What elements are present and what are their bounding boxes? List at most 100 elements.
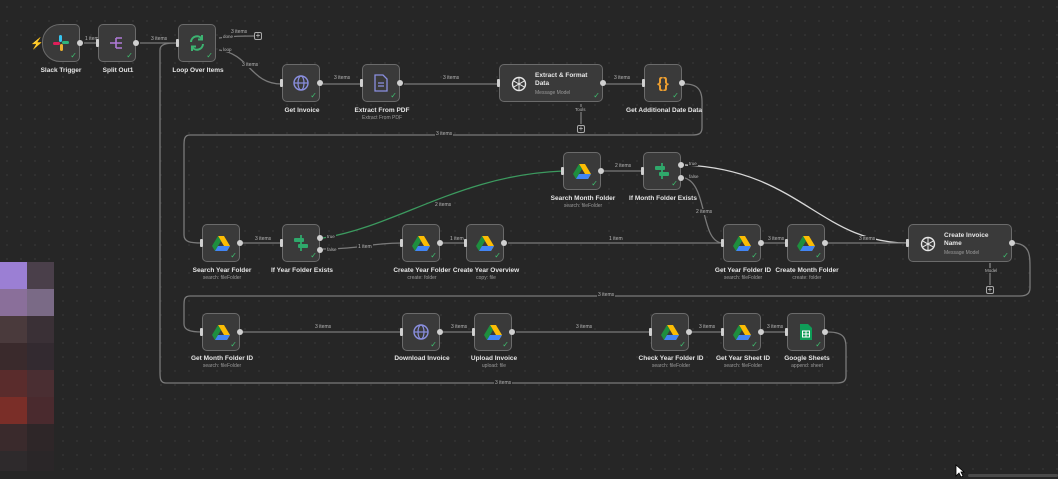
input-handle[interactable] [176,39,179,47]
input-handle[interactable] [785,328,788,336]
output-handle[interactable] [237,240,243,246]
node-label: Google Sheets [784,355,830,362]
output-handle[interactable] [397,80,403,86]
blurred-thumbnail [0,397,54,424]
input-handle[interactable] [360,79,363,87]
node-google-sheets[interactable]: ✓ [785,313,828,351]
node-get-invoice[interactable]: ✓ [280,64,323,102]
node-create-year-folder[interactable]: ✓ [400,224,443,262]
google-drive-icon [484,324,502,340]
input-handle[interactable] [561,167,564,175]
input-handle[interactable] [96,39,99,47]
node-extract-from-pdf[interactable]: ✓ [360,64,403,102]
edge-label: 3 items [858,236,877,242]
node-subtitle: create: folder [792,275,822,281]
output-handle[interactable] [133,40,139,46]
node-search-month-folder[interactable]: ✓ [561,152,604,190]
edge-label: 3 items [698,324,717,330]
output-handle[interactable] [237,329,243,335]
input-handle[interactable] [472,328,475,336]
google-drive-icon [573,163,591,179]
google-drive-icon [476,235,494,251]
google-drive-icon [212,235,230,251]
globe-icon [293,75,309,91]
node-get-additional-date-data[interactable]: {} ✓ [642,64,685,102]
input-handle[interactable] [721,328,724,336]
output-handle[interactable] [77,40,83,46]
node-check-year-folder-id[interactable]: ✓ [649,313,692,351]
node-create-year-overview[interactable]: ✓ [464,224,507,262]
output-handle[interactable] [822,240,828,246]
globe-icon [413,324,429,340]
node-slack-trigger[interactable]: ✓ [42,24,83,62]
output-handle[interactable] [822,329,828,335]
true-output-handle[interactable] [678,162,684,168]
node-upload-invoice[interactable]: ✓ [472,313,515,351]
success-check-icon: ✓ [310,91,317,100]
node-search-year-folder[interactable]: ✓ [200,224,243,262]
input-handle[interactable] [200,239,203,247]
node-if-year-folder-exists[interactable]: ✓ [280,224,323,262]
false-output-handle[interactable] [317,247,323,253]
output-handle[interactable] [758,329,764,335]
output-handle[interactable] [437,329,443,335]
node-get-year-sheet-id[interactable]: ✓ [721,313,764,351]
node-subtitle: copy: file [476,275,496,281]
input-handle[interactable] [641,167,644,175]
input-handle[interactable] [280,239,283,247]
node-extract-format-data[interactable]: Extract & Format Data Message Model ✓ [497,64,606,102]
success-check-icon: ✓ [672,91,679,100]
node-download-invoice[interactable]: ✓ [400,313,443,351]
node-get-month-folder-id[interactable]: ✓ [200,313,243,351]
node-loop-over-items[interactable]: ✓ [176,24,216,62]
node-label: Get Year Folder ID [714,267,772,274]
success-check-icon: ✓ [230,251,237,260]
node-if-month-folder-exists[interactable]: ✓ [641,152,684,190]
input-handle[interactable] [497,79,500,87]
add-node-button[interactable]: + [254,31,262,40]
input-handle[interactable] [785,239,788,247]
node-create-invoice-name[interactable]: Create Invoice Name Message Model ✓ [906,224,1015,262]
openai-icon [511,76,527,92]
input-handle[interactable] [649,328,652,336]
node-label: If Year Folder Exists [270,267,334,274]
output-handle[interactable] [509,329,515,335]
output-handle[interactable] [1009,240,1015,246]
output-handle[interactable] [600,80,606,86]
edge-label: 3 items [435,131,454,137]
false-output-handle[interactable] [678,175,684,181]
input-handle[interactable] [464,239,467,247]
success-check-icon: ✓ [815,251,822,260]
node-label: Create Invoice [944,232,989,239]
input-handle[interactable] [400,239,403,247]
input-handle[interactable] [280,79,283,87]
edge-label: 2 items [434,202,453,208]
node-label: Check Year Folder ID [638,355,704,362]
add-model-button[interactable]: + [986,285,994,294]
blurred-thumbnail [0,370,54,397]
output-handle[interactable] [686,329,692,335]
output-handle[interactable] [598,168,604,174]
node-get-year-folder-id[interactable]: ✓ [721,224,764,262]
output-handle[interactable] [437,240,443,246]
output-handle[interactable] [317,80,323,86]
input-handle[interactable] [200,328,203,336]
google-drive-icon [733,324,751,340]
output-handle[interactable] [679,80,685,86]
node-create-month-folder[interactable]: ✓ [785,224,828,262]
node-subtitle: upload: file [481,363,507,369]
horizontal-scrollbar[interactable] [968,474,1058,477]
blurred-thumbnail [0,451,54,471]
input-handle[interactable] [721,239,724,247]
success-check-icon: ✓ [751,340,758,349]
output-handle[interactable] [758,240,764,246]
output-handle[interactable] [501,240,507,246]
if-branch-icon [294,235,308,251]
node-split-out[interactable]: ✓ [96,24,139,62]
input-handle[interactable] [400,328,403,336]
add-tool-button[interactable]: + [577,124,585,133]
input-handle[interactable] [906,239,909,247]
true-output-handle[interactable] [317,235,323,241]
input-handle[interactable] [642,79,645,87]
